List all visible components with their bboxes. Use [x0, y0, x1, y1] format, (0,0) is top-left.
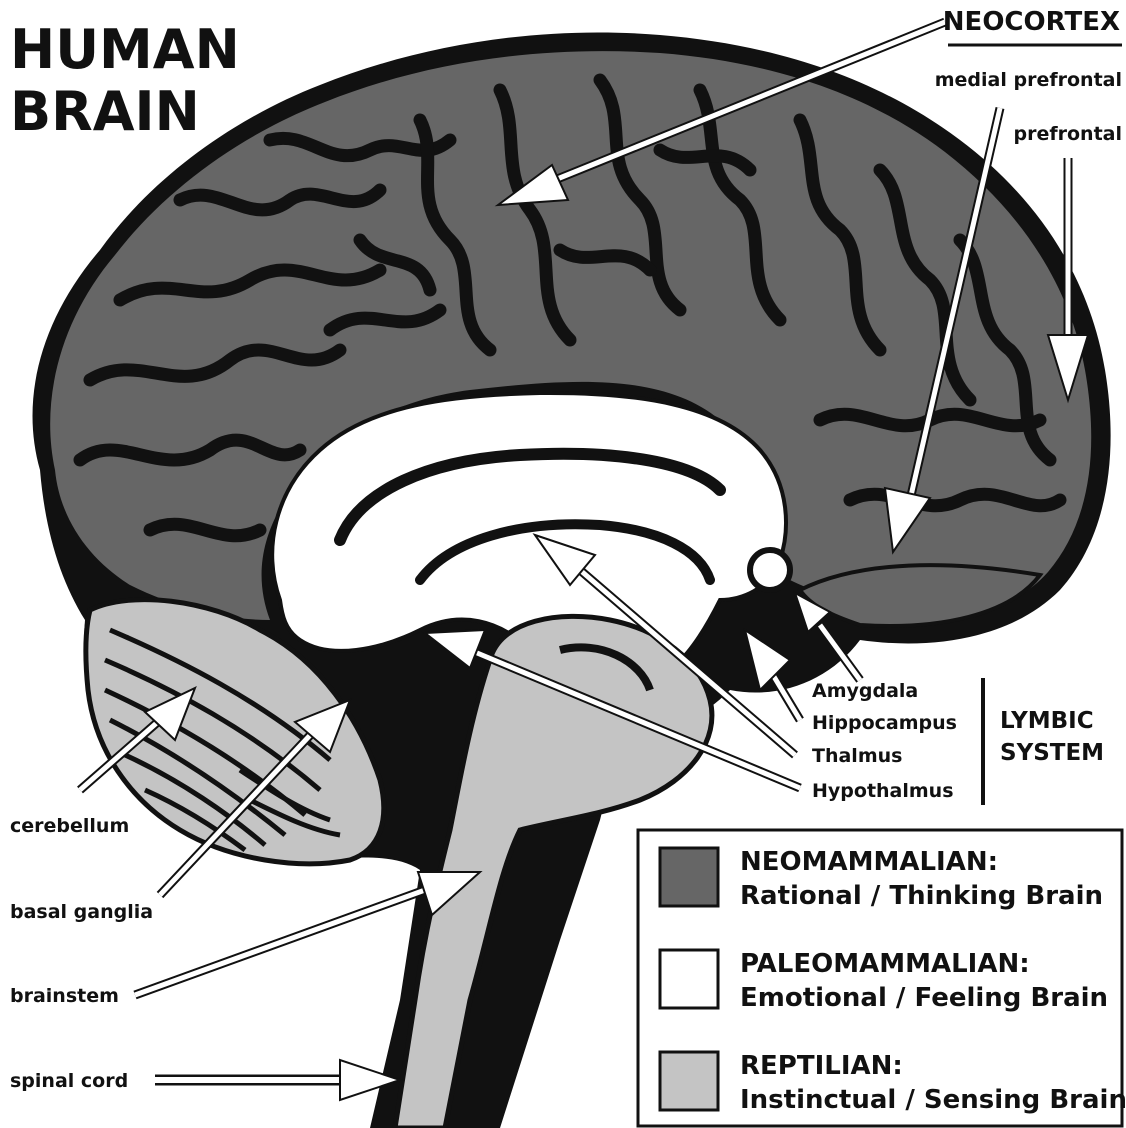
limbic-group-line-1: LYMBIC: [1000, 708, 1094, 734]
label-hippocampus: Hippocampus: [812, 712, 957, 734]
legend-swatch-reptilian: [660, 1052, 718, 1110]
limbic-group-line-2: SYSTEM: [1000, 740, 1104, 766]
legend-name-reptilian: REPTILIAN:: [740, 1051, 903, 1081]
legend: NEOMAMMALIAN: Rational / Thinking Brain …: [638, 830, 1126, 1126]
legend-name-neomammalian: NEOMAMMALIAN:: [740, 847, 998, 877]
label-hypothalmus: Hypothalmus: [812, 780, 954, 802]
title-line-2: BRAIN: [10, 80, 200, 143]
legend-swatch-paleomammalian: [660, 950, 718, 1008]
label-medial-prefrontal: medial prefrontal: [935, 69, 1122, 91]
legend-desc-reptilian: Instinctual / Sensing Brain: [740, 1085, 1126, 1115]
label-brainstem: brainstem: [10, 985, 119, 1007]
title-line-1: HUMAN: [10, 18, 240, 81]
label-cerebellum: cerebellum: [10, 815, 129, 837]
label-thalmus: Thalmus: [812, 745, 902, 767]
legend-swatch-neomammalian: [660, 848, 718, 906]
limbic-labels: Amygdala Hippocampus Thalmus Hypothalmus…: [812, 678, 1104, 805]
amygdala-shape: [750, 550, 790, 590]
neocortex-heading: NEOCORTEX: [943, 7, 1120, 37]
label-spinal-cord: spinal cord: [10, 1070, 128, 1092]
legend-desc-paleomammalian: Emotional / Feeling Brain: [740, 983, 1108, 1013]
legend-desc-neomammalian: Rational / Thinking Brain: [740, 881, 1103, 911]
label-amygdala: Amygdala: [812, 680, 918, 702]
label-prefrontal: prefrontal: [1014, 123, 1123, 145]
label-basal-ganglia: basal ganglia: [10, 901, 153, 923]
legend-name-paleomammalian: PALEOMAMMALIAN:: [740, 949, 1030, 979]
